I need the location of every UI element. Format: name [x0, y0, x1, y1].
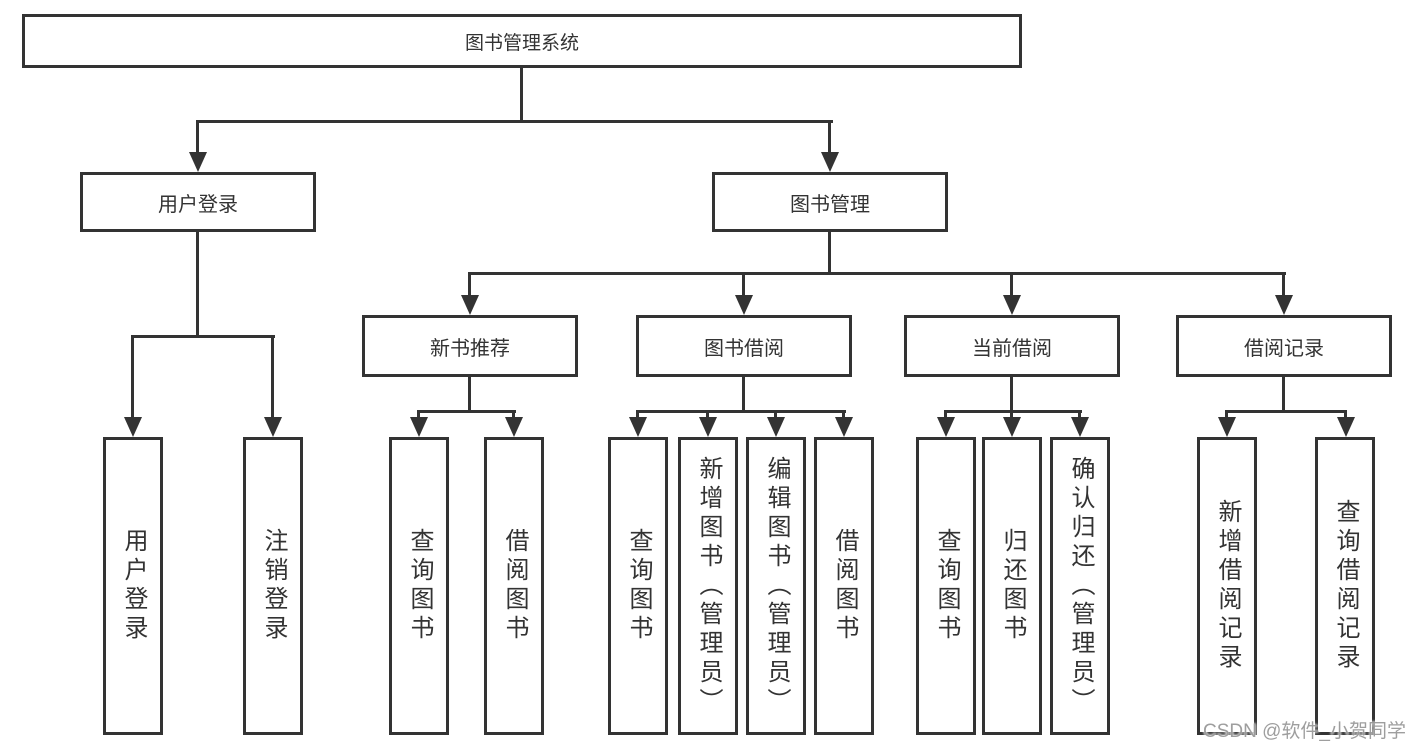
connector-line [468, 272, 1286, 275]
arrow-down-icon [189, 152, 207, 172]
leaf-borrow-query-books: 查询图书 [608, 437, 668, 735]
leaf-borrow-edit-books-admin: 编辑图书（管理员） [746, 437, 806, 735]
node-borrow-records: 借阅记录 [1176, 315, 1392, 377]
arrow-down-icon [699, 417, 717, 437]
leaf-logout: 注销登录 [243, 437, 303, 735]
connector-line [1078, 410, 1081, 417]
connector-line [131, 335, 134, 417]
connector-line [1282, 272, 1285, 295]
arrow-down-icon [1003, 417, 1021, 437]
arrow-down-icon [1275, 295, 1293, 315]
connector-line [944, 410, 1082, 413]
arrow-down-icon [461, 295, 479, 315]
connector-line [636, 410, 639, 417]
arrow-down-icon [1003, 295, 1021, 315]
connector-line [196, 232, 199, 335]
connector-line [520, 68, 523, 120]
leaf-borrow-borrow-books: 借阅图书 [814, 437, 874, 735]
arrow-down-icon [767, 417, 785, 437]
connector-line [828, 232, 831, 272]
node-new-book-recommend: 新书推荐 [362, 315, 578, 377]
connector-line [1225, 410, 1347, 413]
watermark: CSDN @软件_小贺同学 [1203, 721, 1405, 742]
arrow-down-icon [735, 295, 753, 315]
leaf-user-login: 用户登录 [103, 437, 163, 735]
leaf-current-confirm-return-admin: 确认归还（管理员） [1050, 437, 1110, 735]
connector-line [196, 120, 199, 153]
leaf-borrow-add-books-admin: 新增图书（管理员） [678, 437, 738, 735]
connector-line [131, 335, 275, 338]
connector-line [944, 410, 947, 417]
arrow-down-icon [821, 152, 839, 172]
connector-line [636, 410, 846, 413]
arrow-down-icon [124, 417, 142, 437]
connector-line [468, 377, 471, 410]
connector-line [1010, 272, 1013, 295]
connector-line [742, 272, 745, 295]
leaf-newbooks-borrow-books: 借阅图书 [484, 437, 544, 735]
node-current-borrow: 当前借阅 [904, 315, 1120, 377]
arrow-down-icon [1337, 417, 1355, 437]
leaf-current-return-books: 归还图书 [982, 437, 1042, 735]
connector-line [706, 410, 709, 417]
connector-line [512, 410, 515, 417]
arrow-down-icon [1071, 417, 1089, 437]
connector-line [196, 120, 833, 123]
connector-line [1282, 377, 1285, 410]
connector-line [842, 410, 845, 417]
arrow-down-icon [835, 417, 853, 437]
connector-line [742, 377, 745, 410]
arrow-down-icon [505, 417, 523, 437]
leaf-records-add-record: 新增借阅记录 [1197, 437, 1257, 735]
arrow-down-icon [937, 417, 955, 437]
node-user-login: 用户登录 [80, 172, 316, 232]
arrow-down-icon [264, 417, 282, 437]
leaf-records-query-record: 查询借阅记录 [1315, 437, 1375, 735]
connector-line [417, 410, 420, 417]
leaf-newbooks-query-books: 查询图书 [389, 437, 449, 735]
arrow-down-icon [1218, 417, 1236, 437]
node-book-management: 图书管理 [712, 172, 948, 232]
arrow-down-icon [629, 417, 647, 437]
connector-line [271, 335, 274, 417]
connector-line [774, 410, 777, 417]
connector-line [828, 120, 831, 153]
connector-line [1010, 377, 1013, 410]
node-book-borrow: 图书借阅 [636, 315, 852, 377]
connector-line [1344, 410, 1347, 417]
connector-line [1225, 410, 1228, 417]
connector-line [1010, 410, 1013, 417]
leaf-current-query-books: 查询图书 [916, 437, 976, 735]
connector-line [468, 272, 471, 295]
arrow-down-icon [410, 417, 428, 437]
node-library-system: 图书管理系统 [22, 14, 1022, 68]
connector-line [417, 410, 516, 413]
